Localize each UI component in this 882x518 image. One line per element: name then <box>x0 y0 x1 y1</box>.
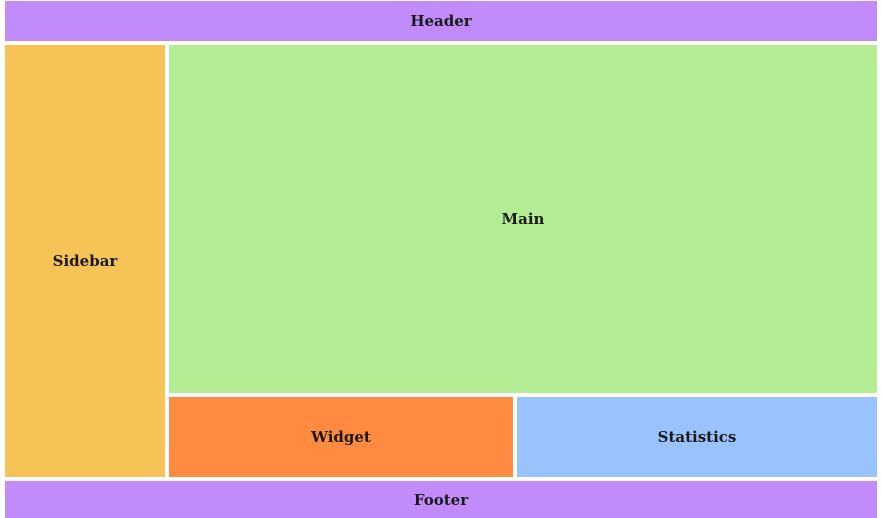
main-label: Main <box>501 210 545 228</box>
statistics-region: Statistics <box>517 397 877 477</box>
statistics-label: Statistics <box>657 428 737 446</box>
widget-label: Widget <box>311 428 371 446</box>
footer-region: Footer <box>5 481 877 518</box>
header-label: Header <box>410 12 472 30</box>
footer-label: Footer <box>413 490 469 509</box>
sidebar-label: Sidebar <box>52 252 118 270</box>
header-region: Header <box>5 1 877 41</box>
main-region: Main <box>169 45 877 393</box>
widget-region: Widget <box>169 397 513 477</box>
sidebar-region: Sidebar <box>5 45 165 477</box>
